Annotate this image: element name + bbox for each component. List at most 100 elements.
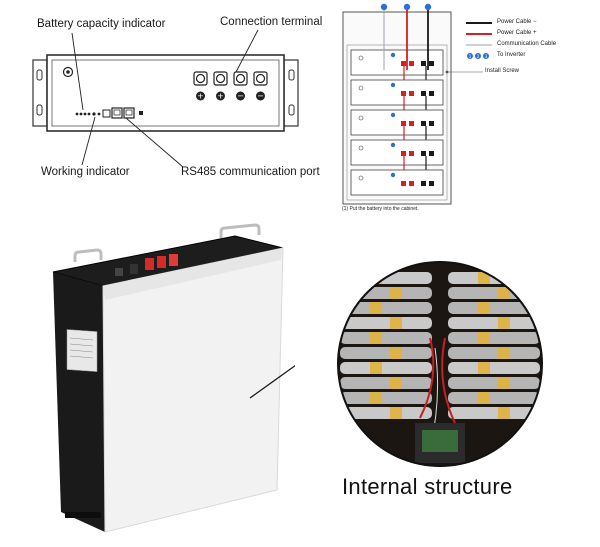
cell-tape: [370, 362, 382, 374]
legend-to-inverter: To Inverter: [497, 52, 526, 58]
spec-label-sticker: [66, 329, 98, 372]
battery-cell: [340, 407, 432, 419]
module-terminal: [409, 91, 414, 96]
internal-structure-caption: Internal structure: [342, 474, 513, 499]
module-switch-icon: [358, 145, 364, 151]
capacity-led-row: [75, 112, 101, 116]
battery-front-face: [46, 54, 285, 132]
module-terminal: [401, 61, 406, 66]
cell-tape: [370, 332, 382, 344]
battery-front-side: [53, 272, 105, 532]
cell-tape: [390, 407, 402, 419]
connection-terminals: [193, 71, 268, 86]
cell-tape: [390, 347, 402, 359]
zoom-circle-border: [337, 261, 543, 467]
inverter-marker-2: [475, 53, 481, 59]
inverter-number-1: 1: [469, 54, 472, 59]
cell-tape: [370, 392, 382, 404]
battery-handle-left: [73, 248, 103, 262]
leader-line-working: [81, 116, 96, 166]
battery-handle-right: [219, 223, 261, 238]
cell-tape: [478, 272, 490, 284]
dip-switch: [102, 109, 111, 118]
rack-note: (1) Put the battery into the cabinet.: [342, 206, 419, 212]
module-terminal: [429, 61, 434, 66]
battery-cell: [340, 332, 432, 344]
module-terminal: [409, 181, 414, 186]
module-inverter-marker: [390, 142, 396, 148]
inverter-number-3: 3: [485, 54, 488, 59]
power-switch-icon: [62, 66, 74, 78]
battery-cell: [448, 377, 540, 389]
cell-tape: [390, 317, 402, 329]
module-terminal: [401, 91, 406, 96]
module-terminal: [429, 181, 434, 186]
battery-module: [350, 79, 444, 106]
module-terminal: [429, 151, 434, 156]
cell-tape: [498, 287, 510, 299]
inverter-number-2: 2: [477, 54, 480, 59]
module-terminal: [421, 151, 426, 156]
cell-tape: [390, 377, 402, 389]
cell-tape: [498, 407, 510, 419]
cell-tape: [498, 317, 510, 329]
terminal-symbol-2: +: [217, 92, 224, 101]
module-terminal: [409, 61, 414, 66]
terminal-symbol-4: −: [257, 92, 264, 101]
module-inverter-marker: [390, 112, 396, 118]
battery-module: [350, 169, 444, 196]
module-terminal: [409, 121, 414, 126]
cell-tape: [478, 392, 490, 404]
battery-cell: [448, 287, 540, 299]
legend-communication: Communication Cable: [497, 41, 557, 47]
cell-tape: [390, 287, 402, 299]
internal-structure-zoom: [337, 261, 543, 467]
module-switch-icon: [358, 115, 364, 121]
module-terminal: [429, 121, 434, 126]
battery-product-photo: [52, 223, 295, 533]
zoom-leader-line: [249, 364, 295, 399]
terminal-symbol-3: −: [237, 92, 244, 101]
install-screw-label: Install Screw: [485, 68, 520, 74]
reset-button: [139, 111, 143, 115]
leader-line-rs485: [125, 117, 184, 168]
module-terminal: [401, 151, 406, 156]
battery-cell: [340, 377, 432, 389]
cell-tape: [498, 347, 510, 359]
terminal-polarity-icons: + + − −: [196, 91, 265, 101]
leader-line-capacity: [71, 32, 84, 111]
connection-terminal-label: Connection terminal: [220, 16, 323, 28]
module-switch-icon: [358, 175, 364, 181]
power-terminals-icon: [115, 254, 178, 276]
cell-tape: [478, 362, 490, 374]
rs485-port-2: [123, 107, 135, 119]
battery-white-cover: [102, 247, 284, 533]
rs485-port-label: RS485 communication port: [181, 166, 320, 178]
rack-wiring-diagram: 1 2 3: [342, 3, 492, 205]
terminal-symbol-1: +: [197, 92, 204, 101]
module-terminal: [409, 151, 414, 156]
inverter-marker-3: [483, 53, 489, 59]
battery-cell: [340, 317, 432, 329]
module-inverter-marker: [390, 52, 396, 58]
module-inverter-marker: [390, 172, 396, 178]
module-switch-icon: [358, 55, 364, 61]
module-inverter-marker: [390, 82, 396, 88]
legend: 1 2 3: [466, 22, 492, 59]
battery-cell: [340, 287, 432, 299]
module-terminal: [421, 181, 426, 186]
battery-cell: [448, 407, 540, 419]
battery-cell: [448, 392, 540, 404]
cell-tape: [370, 302, 382, 314]
battery-cell: [340, 302, 432, 314]
battery-cell: [340, 362, 432, 374]
module-terminal: [429, 91, 434, 96]
module-terminal: [401, 181, 406, 186]
leader-line-terminal: [235, 29, 259, 73]
battery-cell: [448, 332, 540, 344]
inverter-markers-top: [380, 3, 432, 11]
legend-power-negative: Power Cable −: [497, 19, 537, 25]
module-terminal: [421, 121, 426, 126]
cell-tape: [478, 332, 490, 344]
module-terminal: [421, 91, 426, 96]
